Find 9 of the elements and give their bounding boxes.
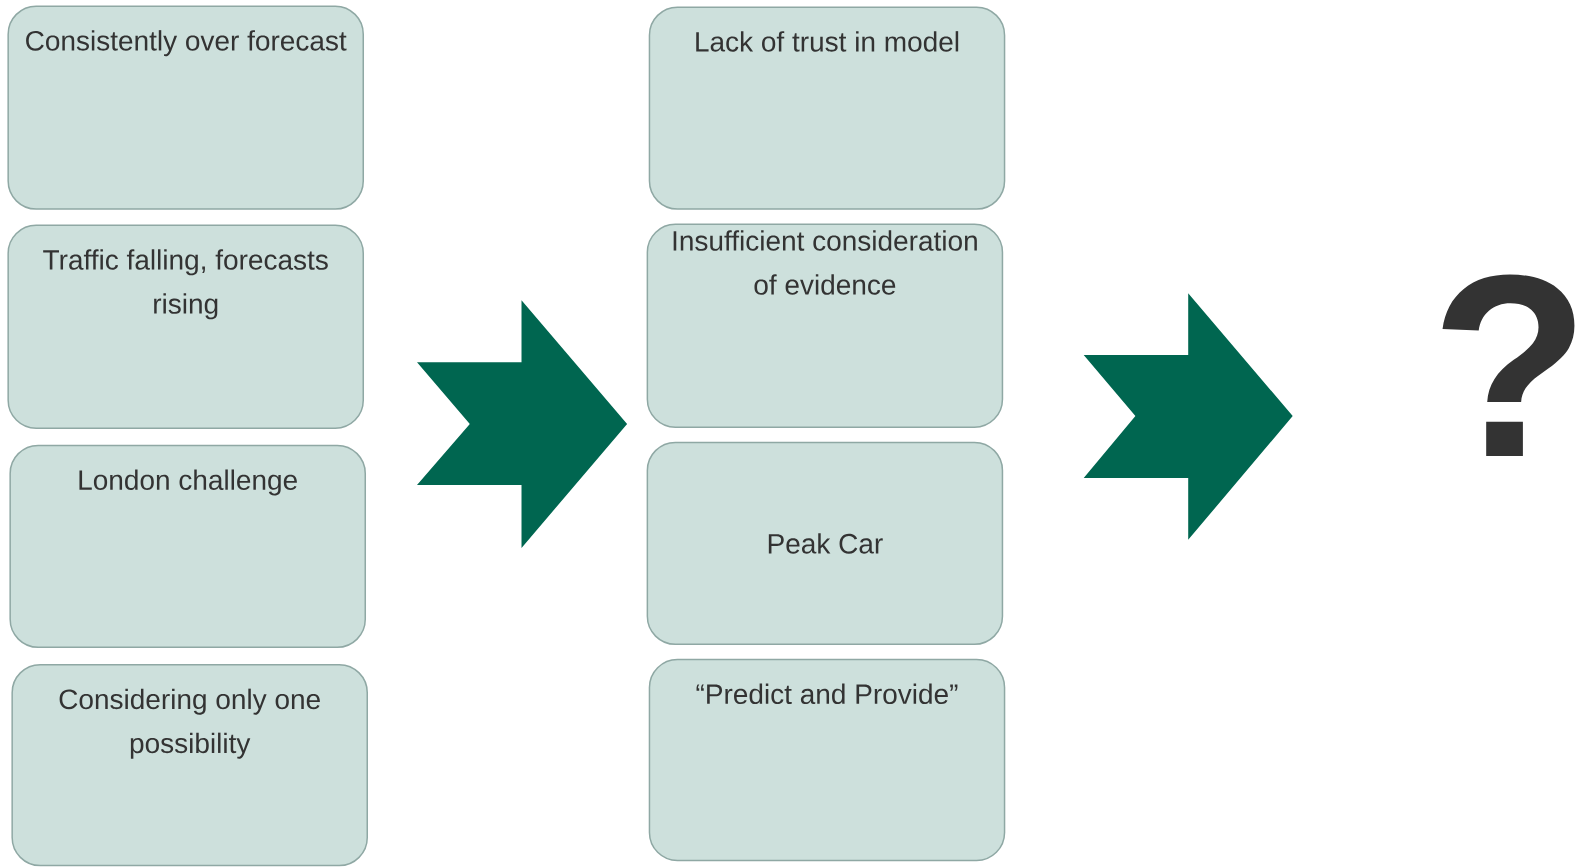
text-box: Insufficient consideration of evidence bbox=[646, 223, 1004, 428]
text-box: Traffic falling, forecasts rising bbox=[7, 224, 364, 429]
question-mark: ? bbox=[1442, 274, 1575, 457]
text-box: Considering only one possibility bbox=[11, 663, 368, 867]
text-box: “Predict and Provide” bbox=[648, 658, 1006, 862]
text-box: Consistently over forecast bbox=[7, 5, 364, 210]
text-box: London challenge bbox=[9, 444, 366, 649]
text-box: Lack of trust in model bbox=[648, 6, 1006, 210]
text-box: Peak Car bbox=[646, 441, 1004, 646]
